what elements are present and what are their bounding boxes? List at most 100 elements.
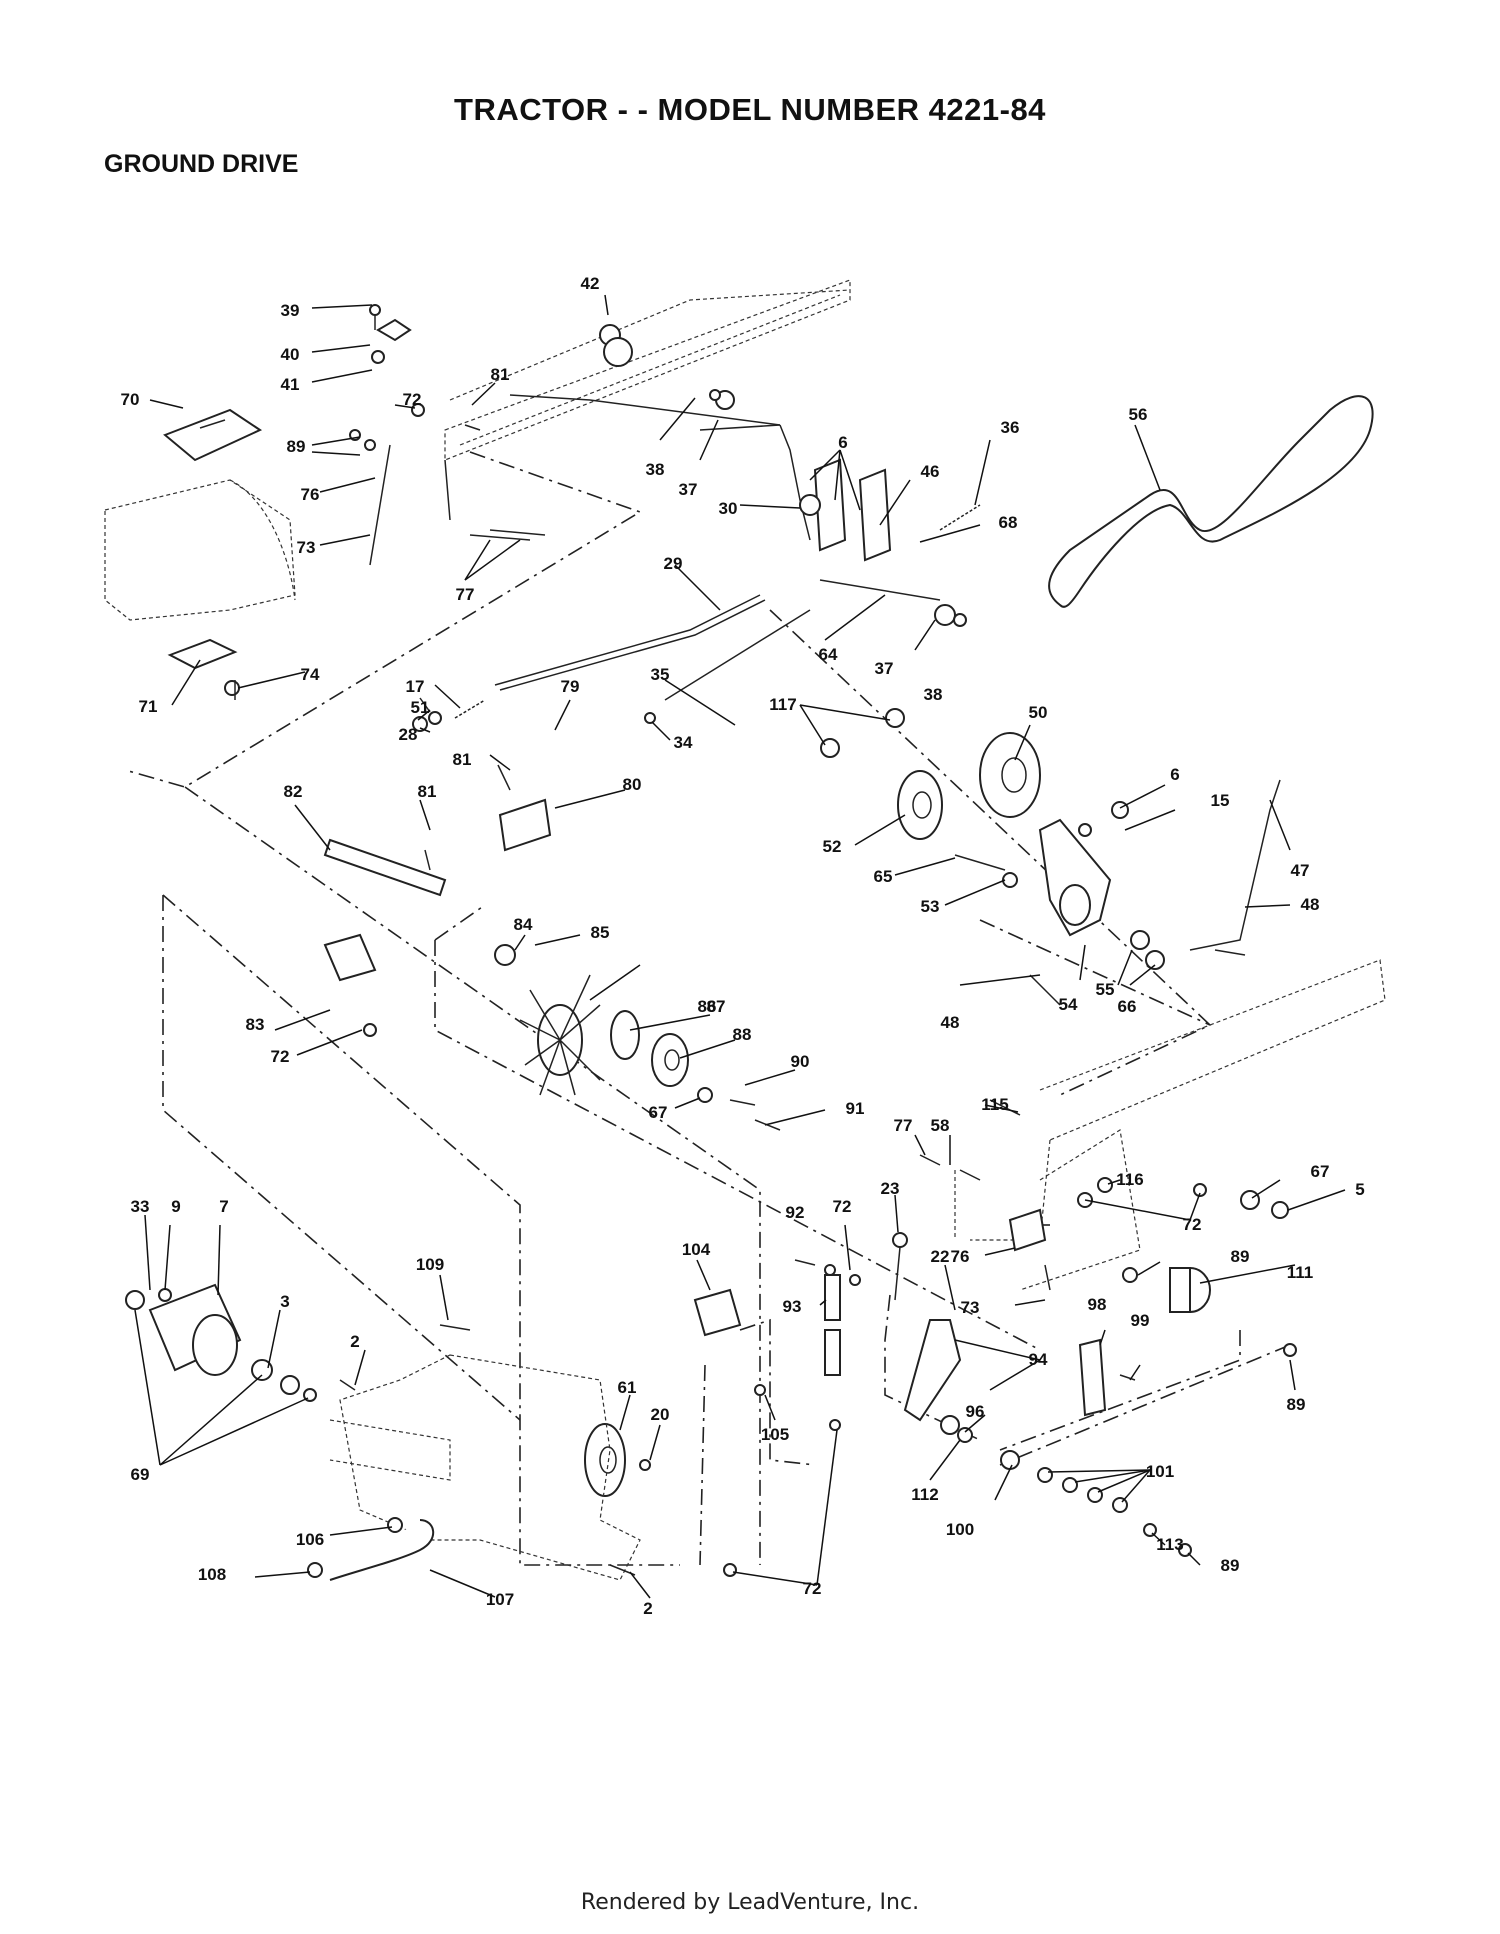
- callout-96: 96: [966, 1402, 985, 1421]
- upper-frame-rail: [444, 279, 851, 521]
- callout-117: 117: [769, 695, 796, 714]
- callout-91: 91: [846, 1099, 865, 1118]
- shift-rod-and-lever: [509, 394, 941, 601]
- callout-20: 20: [651, 1405, 670, 1424]
- callout-40: 40: [281, 345, 300, 364]
- callout-73: 73: [961, 1298, 980, 1317]
- callout-54: 54: [1059, 995, 1078, 1014]
- callout-23: 23: [881, 1179, 900, 1198]
- callout-82: 82: [284, 782, 303, 801]
- callout-72: 72: [803, 1579, 822, 1598]
- assembly-outline-lines: [124, 451, 1291, 1566]
- callout-109: 109: [416, 1255, 444, 1274]
- callout-113: 113: [1156, 1535, 1183, 1554]
- callout-107: 107: [486, 1590, 514, 1609]
- callout-74: 74: [301, 665, 320, 684]
- callout-28: 28: [399, 725, 418, 744]
- callout-64: 64: [819, 645, 838, 664]
- fan-86: [519, 974, 601, 1096]
- bearing-111: [1169, 1267, 1211, 1313]
- callout-5: 5: [1355, 1180, 1364, 1199]
- pulley-52: [897, 770, 943, 840]
- callout-7: 7: [219, 1197, 228, 1216]
- callout-42: 42: [581, 274, 600, 293]
- drive-belt-56: [1048, 395, 1374, 608]
- callout-6: 6: [1170, 765, 1179, 784]
- callout-72: 72: [833, 1197, 852, 1216]
- callout-94: 94: [1029, 1350, 1048, 1369]
- section-title: GROUND DRIVE: [104, 150, 299, 178]
- callout-15: 15: [1211, 791, 1230, 810]
- callout-89: 89: [1221, 1556, 1240, 1575]
- callout-98: 98: [1088, 1295, 1107, 1314]
- callout-2: 2: [350, 1332, 359, 1351]
- callout-73: 73: [297, 538, 316, 557]
- bracket-76-lower: [1008, 1208, 1047, 1252]
- plate-71: [167, 638, 238, 670]
- callout-116: 116: [1116, 1170, 1143, 1189]
- callout-67: 67: [649, 1103, 668, 1122]
- callout-81: 81: [453, 750, 472, 769]
- spring-36: [939, 504, 981, 531]
- callout-101: 101: [1146, 1462, 1174, 1481]
- callout-100: 100: [946, 1520, 974, 1539]
- callout-39: 39: [281, 301, 300, 320]
- callout-29: 29: [664, 554, 683, 573]
- callout-33: 33: [131, 1197, 150, 1216]
- callout-65: 65: [874, 867, 893, 886]
- callout-66: 66: [1118, 997, 1137, 1016]
- callout-22: 22: [931, 1247, 950, 1266]
- callout-72: 72: [1183, 1215, 1202, 1234]
- callout-105: 105: [761, 1425, 789, 1444]
- callout-55: 55: [1096, 980, 1115, 999]
- callout-77: 77: [894, 1116, 913, 1135]
- plate-82: [323, 838, 447, 897]
- callout-48: 48: [1301, 895, 1320, 914]
- callout-2: 2: [643, 1599, 652, 1618]
- callout-35: 35: [651, 665, 670, 684]
- transaxle-outline: [329, 1354, 641, 1581]
- hose-107: [329, 1519, 435, 1581]
- callout-80: 80: [623, 775, 642, 794]
- diagram-title: TRACTOR - - MODEL NUMBER 4221-84: [454, 92, 1046, 127]
- callout-47: 47: [1291, 861, 1310, 880]
- callout-81: 81: [491, 365, 510, 384]
- callout-87: 87: [707, 997, 726, 1016]
- callout-89: 89: [1231, 1247, 1250, 1266]
- callout-90: 90: [791, 1052, 810, 1071]
- callout-77: 77: [456, 585, 475, 604]
- callout-9: 9: [171, 1197, 180, 1216]
- callout-leader-lines: [134, 294, 1346, 1599]
- callout-71: 71: [139, 697, 158, 716]
- callout-79: 79: [561, 677, 580, 696]
- idler-bracket-54: [1038, 818, 1112, 937]
- callout-51: 51: [411, 698, 430, 717]
- pulley-87: [610, 1010, 640, 1060]
- small-hardware: [125, 304, 1297, 1578]
- callout-17: 17: [406, 677, 425, 696]
- callout-89: 89: [287, 437, 306, 456]
- callout-labels: 3940414270817289767377383763656463068296…: [121, 274, 1365, 1618]
- callout-76: 76: [301, 485, 320, 504]
- callout-53: 53: [921, 897, 940, 916]
- callout-52: 52: [823, 837, 842, 856]
- callout-34: 34: [674, 733, 693, 752]
- footer-credit: Rendered by LeadVenture, Inc.: [580, 1890, 920, 1915]
- callout-76: 76: [951, 1247, 970, 1266]
- callout-72: 72: [271, 1047, 290, 1066]
- callout-48: 48: [941, 1013, 960, 1032]
- callout-72: 72: [403, 390, 422, 409]
- callout-41: 41: [281, 375, 300, 394]
- callout-111: 111: [1287, 1263, 1314, 1282]
- callout-112: 112: [911, 1485, 938, 1504]
- plate-83: [323, 933, 377, 982]
- callout-86: 86: [698, 997, 717, 1016]
- callout-50: 50: [1029, 703, 1048, 722]
- callout-115: 115: [981, 1095, 1008, 1114]
- callout-85: 85: [591, 923, 610, 942]
- callout-106: 106: [296, 1530, 324, 1549]
- callout-58: 58: [931, 1116, 950, 1135]
- callout-37: 37: [875, 659, 894, 678]
- callout-89: 89: [1287, 1395, 1306, 1414]
